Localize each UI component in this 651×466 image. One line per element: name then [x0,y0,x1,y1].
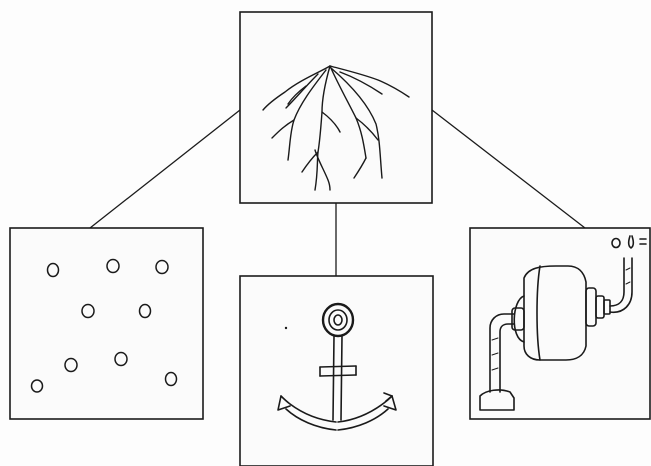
panel-left [10,228,203,419]
ink-speck [285,327,287,329]
panel-top-frame [240,12,432,203]
connector-top-left [90,110,240,228]
panel-right [470,228,650,419]
connector-top-right [432,110,585,228]
panel-middle [240,276,433,466]
panel-left-frame [10,228,203,419]
panel-top [240,12,432,203]
